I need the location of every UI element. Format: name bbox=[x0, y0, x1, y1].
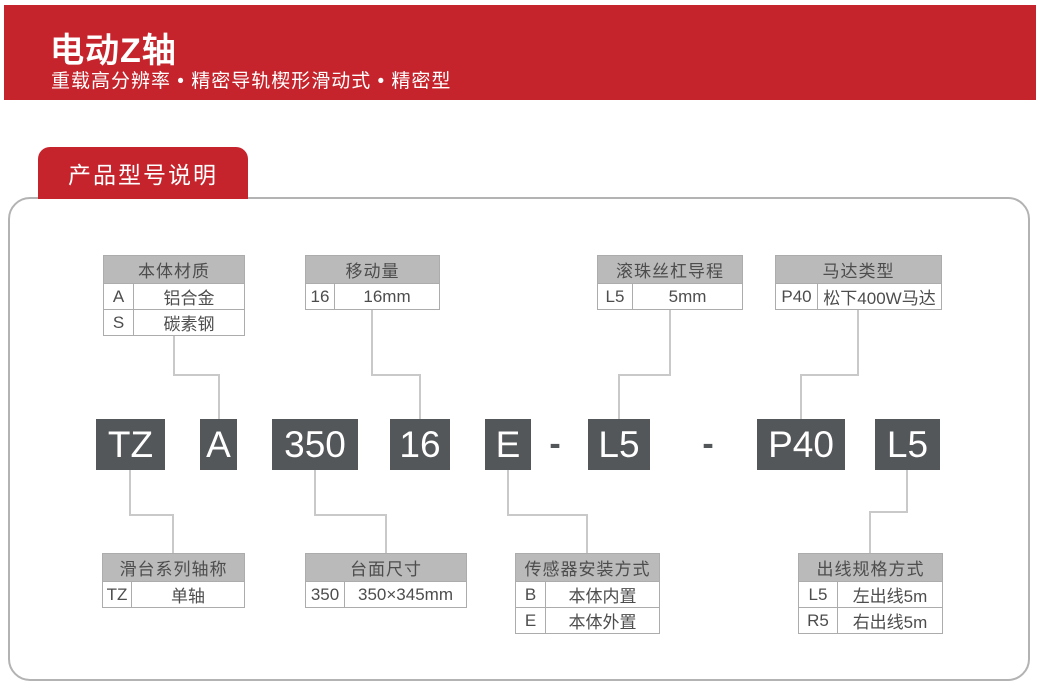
code-cell: L5 bbox=[598, 284, 633, 309]
value-cell: 16mm bbox=[363, 286, 411, 306]
legend-table-table-size: 台面尺寸 350 350×345mm bbox=[305, 553, 467, 608]
table-row: A 铝合金 bbox=[104, 283, 244, 309]
value-cell: 松下400W马达 bbox=[823, 289, 936, 308]
model-segment-motor: P40 bbox=[757, 419, 845, 470]
legend-table-title: 滚珠丝杠导程 bbox=[598, 256, 742, 283]
legend-table-title: 传感器安装方式 bbox=[516, 554, 659, 581]
table-row: S 碳素钢 bbox=[104, 309, 244, 335]
table-row: B 本体内置 bbox=[516, 581, 659, 607]
value-cell: 右出线5m bbox=[852, 613, 928, 632]
model-segment-size: 350 bbox=[272, 419, 358, 470]
legend-table-title: 滑台系列轴称 bbox=[103, 554, 244, 581]
model-segment-cable: L5 bbox=[875, 419, 940, 470]
legend-table-cable-spec: 出线规格方式 L5 左出线5m R5 右出线5m bbox=[798, 553, 943, 634]
code-cell: E bbox=[516, 608, 546, 633]
code-cell: P40 bbox=[776, 284, 818, 309]
value-cell: 铝合金 bbox=[163, 289, 215, 308]
code-cell: S bbox=[104, 310, 134, 335]
code-cell: L5 bbox=[799, 582, 838, 607]
table-row: 350 350×345mm bbox=[306, 581, 466, 607]
separator-dash: - bbox=[549, 425, 561, 463]
value-cell: 左出线5m bbox=[852, 587, 928, 606]
code-cell: B bbox=[516, 582, 546, 607]
legend-table-title: 马达类型 bbox=[776, 256, 941, 283]
model-segment-travel: 16 bbox=[390, 419, 450, 470]
value-cell: 350×345mm bbox=[358, 584, 453, 604]
table-row: TZ 单轴 bbox=[103, 581, 244, 607]
legend-table-series-axis: 滑台系列轴称 TZ 单轴 bbox=[102, 553, 245, 608]
value-cell: 本体外置 bbox=[568, 613, 637, 632]
model-segment-series: TZ bbox=[96, 419, 165, 470]
table-row: 16 16mm bbox=[306, 283, 439, 309]
legend-table-sensor-mount: 传感器安装方式 B 本体内置 E 本体外置 bbox=[515, 553, 660, 634]
table-row: R5 右出线5m bbox=[799, 607, 942, 633]
value-cell: 本体内置 bbox=[568, 587, 637, 606]
table-row: L5 左出线5m bbox=[799, 581, 942, 607]
code-cell: A bbox=[104, 284, 134, 309]
legend-table-travel: 移动量 16 16mm bbox=[305, 255, 440, 310]
legend-table-title: 本体材质 bbox=[104, 256, 244, 283]
section-tab: 产品型号说明 bbox=[38, 147, 248, 199]
legend-table-title: 台面尺寸 bbox=[306, 554, 466, 581]
table-row: E 本体外置 bbox=[516, 607, 659, 633]
legend-table-title: 移动量 bbox=[306, 256, 439, 283]
code-cell: 350 bbox=[306, 582, 345, 607]
legend-table-screw-lead: 滚珠丝杠导程 L5 5mm bbox=[597, 255, 743, 310]
legend-table-motor-type: 马达类型 P40 松下400W马达 bbox=[775, 255, 942, 310]
legend-table-body-material: 本体材质 A 铝合金 S 碳素钢 bbox=[103, 255, 245, 336]
table-row: L5 5mm bbox=[598, 283, 742, 309]
separator-dash: - bbox=[702, 425, 714, 463]
legend-table-title: 出线规格方式 bbox=[799, 554, 942, 581]
value-cell: 单轴 bbox=[171, 587, 205, 606]
code-cell: TZ bbox=[103, 582, 132, 607]
model-segment-lead: L5 bbox=[588, 419, 650, 470]
page-subtitle: 重载高分辨率 • 精密导轨楔形滑动式 • 精密型 bbox=[51, 71, 452, 92]
code-cell: 16 bbox=[306, 284, 335, 309]
code-cell: R5 bbox=[799, 608, 838, 633]
model-segment-material: A bbox=[200, 419, 237, 470]
section-tab-label: 产品型号说明 bbox=[68, 162, 218, 188]
header-banner: 电动Z轴 重载高分辨率 • 精密导轨楔形滑动式 • 精密型 bbox=[4, 5, 1036, 100]
value-cell: 碳素钢 bbox=[163, 315, 215, 334]
value-cell: 5mm bbox=[668, 286, 707, 306]
table-row: P40 松下400W马达 bbox=[776, 283, 941, 309]
model-segment-sensor: E bbox=[485, 419, 531, 470]
page-title: 电动Z轴 bbox=[50, 32, 177, 70]
